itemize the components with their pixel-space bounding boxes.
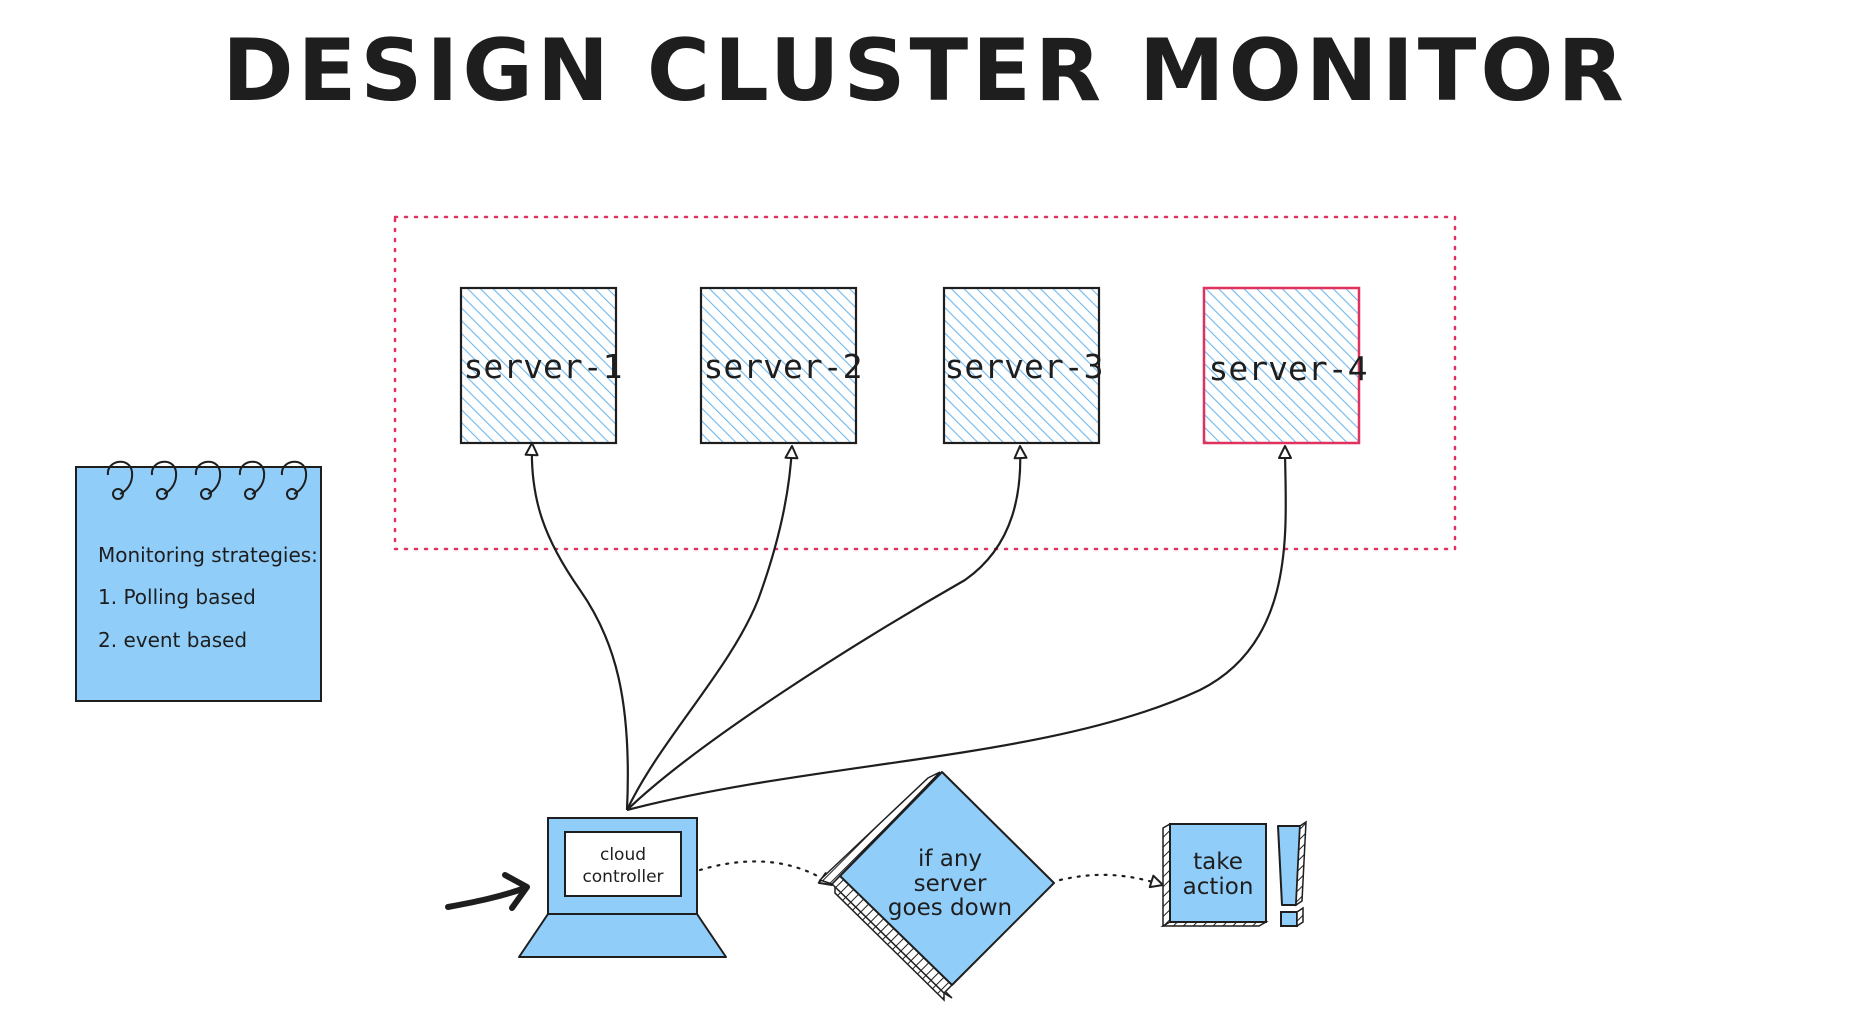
connector-server-1 <box>524 442 629 811</box>
note-item-1: 1. Polling based <box>98 585 256 609</box>
decision-label-line1: if any <box>918 846 982 872</box>
server-1-label: server-1 <box>464 347 623 386</box>
pointer-arrow-icon <box>445 872 530 911</box>
sticky-note: Monitoring strategies: 1. Polling based … <box>75 460 322 702</box>
controller-label-line2: controller <box>582 867 663 887</box>
connector-server-2 <box>626 445 799 811</box>
controller-label-line1: cloud <box>600 845 646 865</box>
server-2-label: server-2 <box>704 347 863 386</box>
decision-label-line3: goes down <box>888 895 1012 921</box>
server-2-box[interactable]: server-2 <box>699 286 863 445</box>
controller-connectors <box>524 442 1293 812</box>
connector-server-3 <box>626 445 1028 811</box>
action-label-line2: action <box>1183 874 1254 900</box>
page-title: DESIGN CLUSTER MONITOR <box>222 21 1627 121</box>
connector-server-4 <box>626 445 1293 812</box>
action-label-line1: take <box>1193 849 1243 875</box>
server-3-label: server-3 <box>945 347 1104 386</box>
server-4-label: server-4 <box>1209 349 1368 388</box>
decision-diamond[interactable]: if any server goes down <box>818 771 1055 1002</box>
server-3-box[interactable]: server-3 <box>942 286 1104 445</box>
decision-label-line2: server <box>914 871 987 897</box>
exclamation-icon <box>1277 820 1307 928</box>
connector-decision-to-action <box>1058 873 1165 889</box>
take-action-box[interactable]: take action <box>1160 822 1269 928</box>
spiral-binding <box>106 460 308 500</box>
note-heading: Monitoring strategies: <box>98 543 318 567</box>
cluster-boundary <box>393 215 1457 551</box>
server-4-box[interactable]: server-4 <box>1202 286 1368 445</box>
server-1-box[interactable]: server-1 <box>459 286 623 445</box>
cloud-controller-laptop[interactable]: cloud controller <box>518 817 727 958</box>
connector-controller-to-decision <box>698 860 834 887</box>
note-item-2: 2. event based <box>98 628 247 652</box>
